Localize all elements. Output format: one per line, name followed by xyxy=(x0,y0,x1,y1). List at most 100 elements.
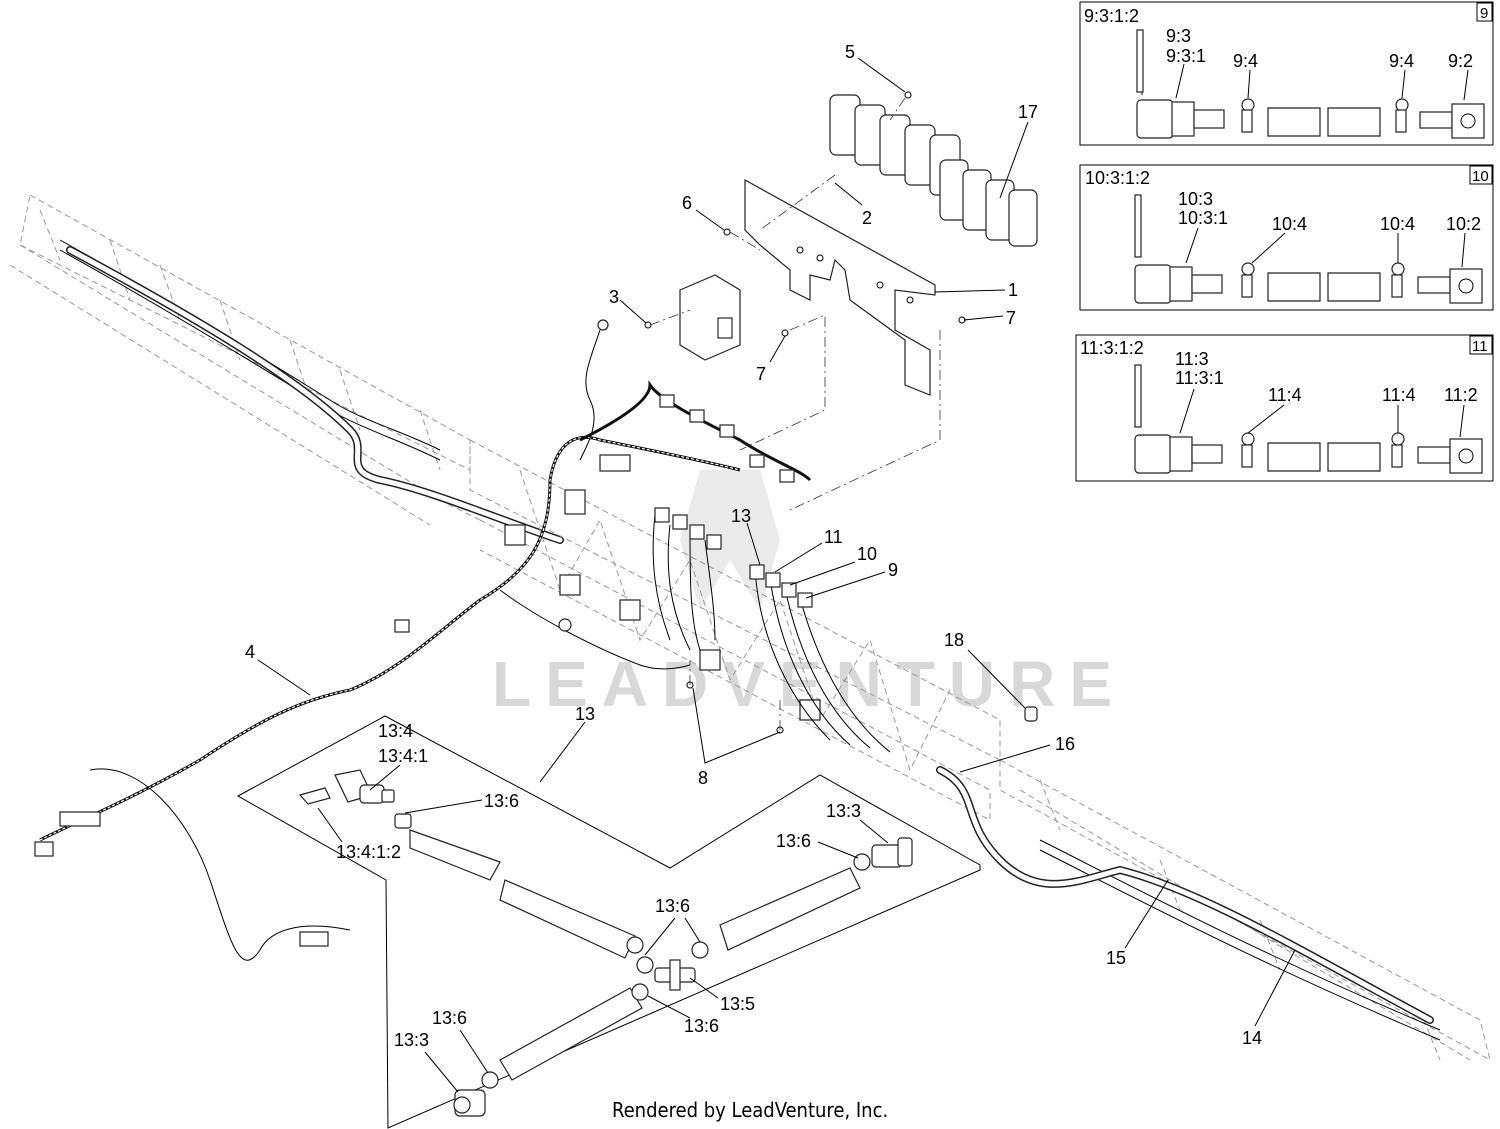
callout-9: 9 xyxy=(888,560,898,580)
label-e: 11:4 xyxy=(1382,385,1416,405)
hose-section xyxy=(1267,442,1321,472)
screw-icon xyxy=(904,91,912,99)
hose-section xyxy=(1327,272,1381,302)
label-d: 9:4 xyxy=(1233,51,1258,71)
clamp-icon xyxy=(1241,109,1253,133)
coupler-body xyxy=(1169,436,1193,472)
mounting-bracket xyxy=(744,178,936,396)
assembly-lines xyxy=(649,97,941,730)
tee-fitting-13-5 xyxy=(654,959,696,991)
label-13-5: 13:5 xyxy=(720,994,755,1014)
label-13-6-left: 13:6 xyxy=(432,1008,467,1028)
label-13-4-1-2: 13:4:1:2 xyxy=(336,842,401,862)
clamp-icon xyxy=(394,813,412,829)
pin-icon xyxy=(1134,364,1142,428)
callout-2: 2 xyxy=(862,208,872,228)
callout-18: 18 xyxy=(944,630,964,650)
label-13-4-1: 13:4:1 xyxy=(378,746,428,766)
connector-icon xyxy=(59,811,101,827)
callout-14: 14 xyxy=(1242,1028,1262,1048)
callout-11: 11 xyxy=(824,527,843,547)
coupler-body xyxy=(1169,266,1193,302)
barb-fitting xyxy=(1417,446,1451,464)
connector-icon xyxy=(394,619,410,633)
harness-connectors xyxy=(564,394,795,515)
detail-13: 13 xyxy=(236,704,981,1129)
clamp-icon xyxy=(1241,444,1253,468)
label-13-6-middle: 13:6 xyxy=(655,896,690,916)
fitting-icon xyxy=(672,514,688,530)
label-b: 10:3 xyxy=(1178,189,1213,209)
barb-fitting xyxy=(1417,276,1451,294)
barb-fitting xyxy=(1191,444,1223,464)
label-13-3-right: 13:3 xyxy=(826,801,861,821)
callout-15: 15 xyxy=(1106,948,1126,968)
inset-number: 10 xyxy=(1472,168,1489,185)
hose-bundle-right xyxy=(749,564,891,753)
coupler-icon xyxy=(1134,264,1172,304)
hose-section xyxy=(1267,107,1321,137)
main-callouts: 5 17 6 2 1 3 7 7 13 11 10 9 18 4 16 8 15 xyxy=(245,42,1296,1048)
valve-bank-assembly xyxy=(829,94,1038,247)
label-13-6-top: 13:6 xyxy=(484,791,519,811)
hose-section xyxy=(1327,107,1381,137)
inset-number-box xyxy=(1469,335,1493,355)
callout-13-main: 13 xyxy=(731,506,751,526)
valve-bank-left xyxy=(829,94,961,196)
clamp-icon xyxy=(1241,432,1255,446)
clamp-icon xyxy=(1391,274,1403,298)
hose-section xyxy=(499,879,636,959)
left-boom-hose xyxy=(66,246,564,544)
left-boom-frame xyxy=(9,194,481,526)
label-13-6-right: 13:6 xyxy=(776,831,811,851)
frame-cutout xyxy=(559,574,581,596)
watermark-logo xyxy=(680,470,780,610)
clamp-icon xyxy=(636,956,654,974)
elbow-fitting xyxy=(1451,103,1485,139)
inset-number-box xyxy=(1476,2,1493,22)
clamp-icon xyxy=(626,936,644,954)
hose-section xyxy=(499,987,643,1081)
label-d: 11:4 xyxy=(1268,385,1302,405)
label-c: 10:3:1 xyxy=(1178,208,1228,228)
frame-cutout xyxy=(504,524,526,546)
callout-10: 10 xyxy=(857,544,877,564)
label-13-4: 13:4 xyxy=(378,721,413,741)
label-e: 9:4 xyxy=(1389,51,1414,71)
elbow-fitting xyxy=(1449,438,1483,474)
fitting-icon xyxy=(689,524,705,540)
callout-17: 17 xyxy=(1018,102,1038,122)
barb-fitting xyxy=(1419,111,1453,129)
screw-icon xyxy=(723,228,731,236)
clamp-icon xyxy=(558,618,572,632)
connector-icon xyxy=(597,319,609,331)
clamp-icon xyxy=(1395,109,1407,133)
label-c: 9:3:1 xyxy=(1166,46,1206,66)
callout-4: 4 xyxy=(245,642,255,662)
elbow-fitting xyxy=(1449,268,1483,304)
right-boom-hose xyxy=(936,766,1434,1024)
label-13-3-left: 13:3 xyxy=(394,1030,429,1050)
callout-5: 5 xyxy=(845,42,855,62)
hose-section xyxy=(1327,442,1381,472)
callout-7-left: 7 xyxy=(756,364,766,384)
clamp-icon xyxy=(1241,262,1255,276)
clamp-icon xyxy=(1395,98,1409,112)
hose-section xyxy=(719,867,861,951)
callout-1: 1 xyxy=(1008,280,1018,300)
pin-icon xyxy=(1134,194,1142,258)
hose-bundle-center xyxy=(652,507,722,651)
coupler-icon xyxy=(1134,434,1172,474)
fitting-icon xyxy=(781,582,797,598)
label-c: 11:3:1 xyxy=(1175,368,1224,388)
clamp-icon xyxy=(1391,262,1405,276)
barb-fitting xyxy=(1193,109,1225,129)
clamp-icon xyxy=(691,941,709,959)
coupler-icon xyxy=(1136,99,1174,139)
label-f: 9:2 xyxy=(1448,51,1473,71)
render-credit: Rendered by LeadVenture, Inc. xyxy=(612,1098,888,1122)
label-f: 11:2 xyxy=(1444,385,1478,405)
label-a: 10:3:1:2 xyxy=(1085,168,1150,188)
frame-cutout xyxy=(619,599,641,621)
